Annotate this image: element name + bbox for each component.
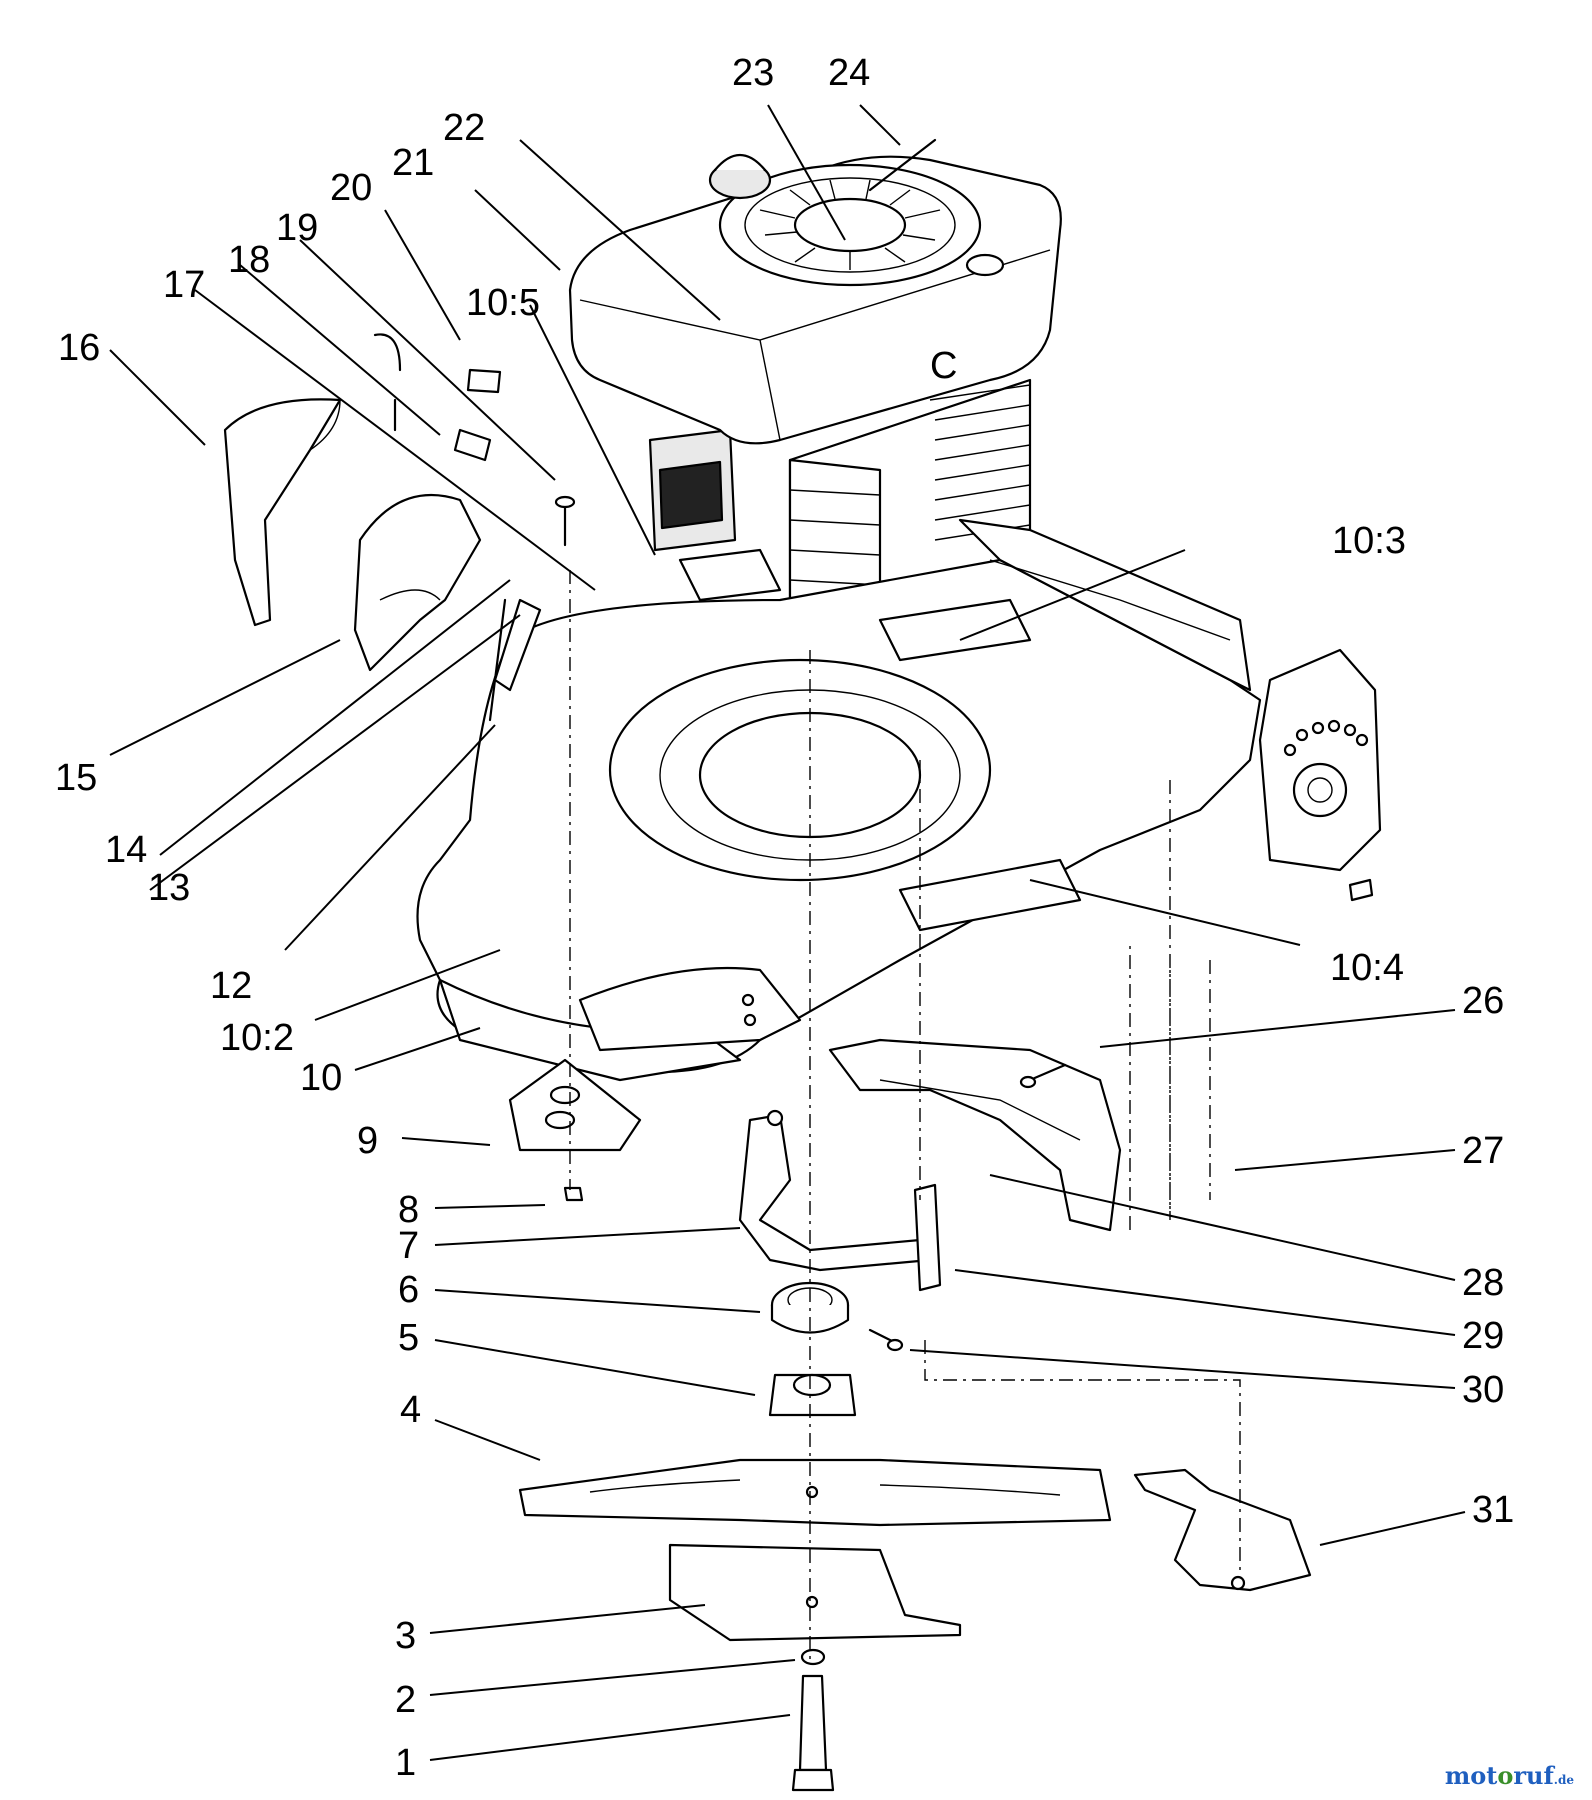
callout-7: 7 bbox=[398, 1225, 419, 1267]
site-watermark: motoruf.de bbox=[1444, 1761, 1574, 1790]
callout-21: 21 bbox=[392, 142, 434, 184]
discharge-chute-parts bbox=[223, 333, 576, 722]
callout-3: 3 bbox=[395, 1615, 416, 1657]
centerlines bbox=[569, 570, 1241, 1660]
blade-assembly bbox=[518, 1458, 1312, 1792]
callout-16: 16 bbox=[58, 327, 100, 369]
callout-29: 29 bbox=[1462, 1315, 1504, 1357]
callout-1: 1 bbox=[395, 1742, 416, 1784]
callout-13: 13 bbox=[148, 867, 190, 909]
callout-14: 14 bbox=[105, 829, 147, 871]
callout-18: 18 bbox=[228, 239, 270, 281]
mower-deck bbox=[416, 518, 1262, 1082]
callout-4: 4 bbox=[400, 1389, 421, 1431]
callout-10: 10 bbox=[300, 1057, 342, 1099]
callout-24: 24 bbox=[828, 52, 870, 94]
callout-10-4: 10:4 bbox=[1330, 947, 1404, 989]
callout-17: 17 bbox=[163, 264, 205, 306]
callout-26: 26 bbox=[1462, 980, 1504, 1022]
callout-10-5: 10:5 bbox=[466, 282, 540, 324]
engine: C bbox=[568, 138, 1062, 642]
callout-15: 15 bbox=[55, 757, 97, 799]
baffle-and-mounts bbox=[508, 1038, 1122, 1417]
callout-27: 27 bbox=[1462, 1130, 1504, 1172]
callout-6: 6 bbox=[398, 1269, 419, 1311]
callout-28: 28 bbox=[1462, 1262, 1504, 1304]
callout-31: 31 bbox=[1472, 1489, 1514, 1531]
callout-12: 12 bbox=[210, 965, 252, 1007]
callout-5: 5 bbox=[398, 1317, 419, 1359]
callout-10-3: 10:3 bbox=[1332, 520, 1406, 562]
callout-23: 23 bbox=[732, 52, 774, 94]
callout-20: 20 bbox=[330, 167, 372, 209]
callout-2: 2 bbox=[395, 1679, 416, 1721]
callout-8: 8 bbox=[398, 1189, 419, 1231]
callout-19: 19 bbox=[276, 207, 318, 249]
leader-lines bbox=[109, 104, 1466, 1761]
callout-9: 9 bbox=[357, 1120, 378, 1162]
callout-10-2: 10:2 bbox=[220, 1017, 294, 1059]
callout-30: 30 bbox=[1462, 1369, 1504, 1411]
callout-22: 22 bbox=[443, 107, 485, 149]
engine-mark: C bbox=[930, 345, 957, 387]
height-adjuster-plate bbox=[1258, 648, 1382, 902]
callouts: 1 2 3 4 5 6 7 8 9 10 10:2 10:3 10:4 10:5… bbox=[55, 52, 1514, 1784]
